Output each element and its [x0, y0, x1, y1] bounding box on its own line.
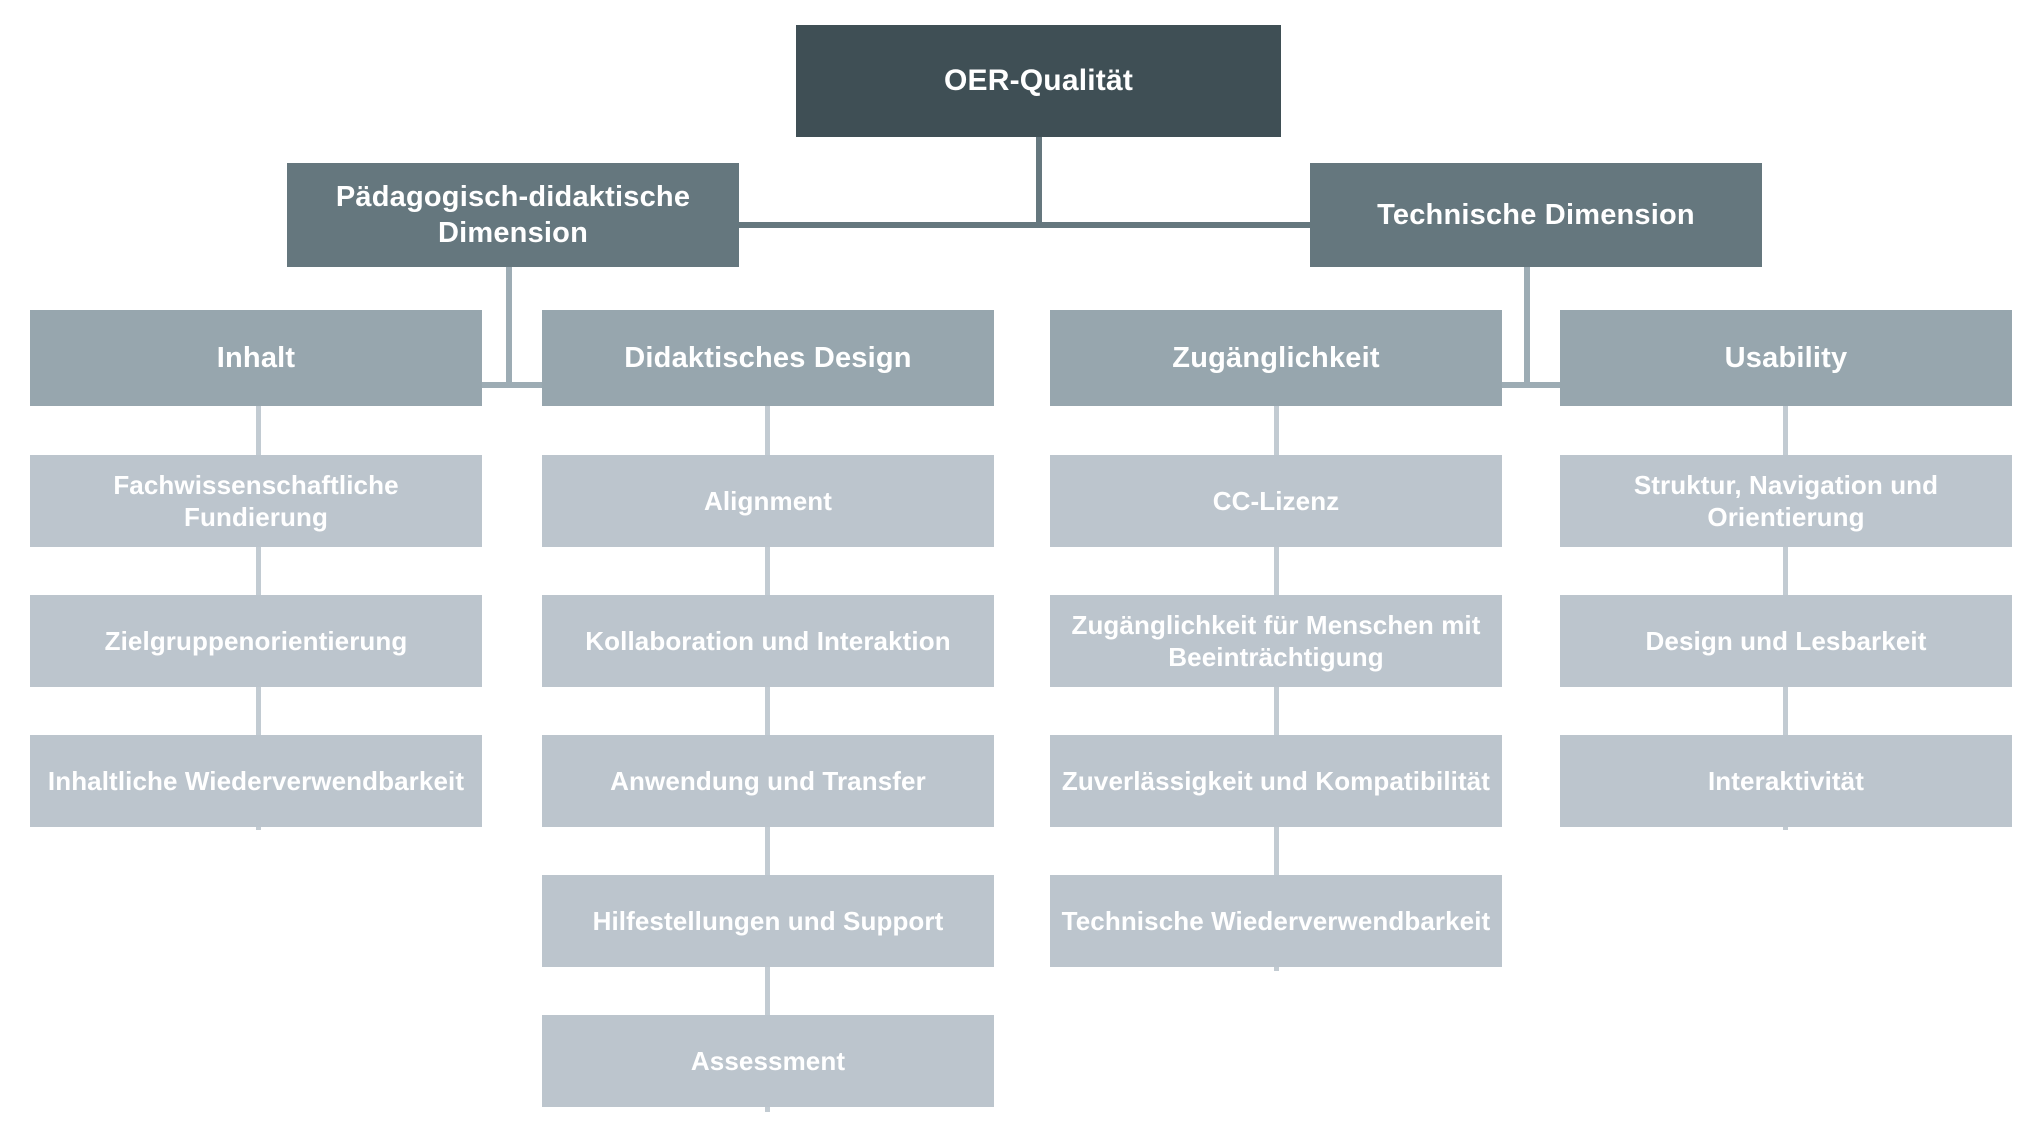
node-dimension-label: Pädagogisch-didaktische Dimension	[335, 180, 691, 249]
node-criterion-label: Zielgruppenorientierung	[104, 625, 408, 656]
node-root-oer-qualitaet[interactable]: OER-Qualität	[796, 25, 1281, 137]
connector-dimension-bar	[736, 222, 1348, 228]
node-criterion-label: Assessment	[690, 1045, 846, 1076]
node-criterion-label: Interaktivität	[1707, 765, 1864, 796]
node-criterion[interactable]: Fachwissenschaftliche Fundierung	[30, 455, 482, 547]
node-criterion[interactable]: Hilfestellungen und Support	[542, 875, 994, 967]
node-category-inhalt[interactable]: Inhalt	[30, 310, 482, 406]
node-dimension-label: Technische Dimension	[1377, 198, 1695, 231]
node-category-zugaenglichkeit[interactable]: Zugänglichkeit	[1050, 310, 1502, 406]
connector-col3-spine	[1274, 406, 1279, 971]
connector-right-category-bar	[1500, 382, 1560, 388]
node-criterion[interactable]: Zugänglichkeit für Menschen mit Beeinträ…	[1050, 595, 1502, 687]
node-criterion-label: Struktur, Navigation und Orientierung	[1633, 469, 1939, 533]
node-criterion[interactable]: Struktur, Navigation und Orientierung	[1560, 455, 2012, 547]
node-criterion-label: Hilfestellungen und Support	[592, 905, 944, 936]
connector-left-dimension-stem	[506, 267, 512, 385]
node-category-label: Inhalt	[216, 341, 296, 374]
node-category-label: Zugänglichkeit	[1172, 341, 1380, 374]
node-criterion-label: Design und Lesbarkeit	[1645, 625, 1927, 656]
node-criterion[interactable]: Interaktivität	[1560, 735, 2012, 827]
connector-root-stem	[1036, 137, 1042, 225]
node-criterion[interactable]: Alignment	[542, 455, 994, 547]
node-root-label: OER-Qualität	[943, 64, 1134, 98]
node-criterion[interactable]: Kollaboration und Interaktion	[542, 595, 994, 687]
node-dimension-technische[interactable]: Technische Dimension	[1310, 163, 1762, 267]
node-criterion-label: Alignment	[703, 485, 832, 516]
node-criterion-label: CC-Lizenz	[1212, 485, 1340, 516]
node-criterion[interactable]: Inhaltliche Wiederverwendbarkeit	[30, 735, 482, 827]
node-criterion-label: Technische Wiederverwendbarkeit	[1061, 905, 1491, 936]
connector-right-dimension-stem	[1524, 267, 1530, 385]
node-criterion[interactable]: Technische Wiederverwendbarkeit	[1050, 875, 1502, 967]
node-category-didaktisches-design[interactable]: Didaktisches Design	[542, 310, 994, 406]
node-criterion[interactable]: Anwendung und Transfer	[542, 735, 994, 827]
node-criterion[interactable]: CC-Lizenz	[1050, 455, 1502, 547]
node-criterion[interactable]: Zielgruppenorientierung	[30, 595, 482, 687]
node-criterion-label: Kollaboration und Interaktion	[585, 625, 951, 656]
node-category-usability[interactable]: Usability	[1560, 310, 2012, 406]
node-dimension-paedagogisch-didaktisch[interactable]: Pädagogisch-didaktische Dimension	[287, 163, 739, 267]
node-criterion-label: Inhaltliche Wiederverwendbarkeit	[47, 765, 465, 796]
node-criterion-label: Zuverlässigkeit und Kompatibilität	[1061, 765, 1491, 796]
node-criterion-label: Zugänglichkeit für Menschen mit Beeinträ…	[1071, 609, 1481, 673]
connector-left-category-bar	[482, 382, 542, 388]
node-criterion[interactable]: Assessment	[542, 1015, 994, 1107]
node-category-label: Usability	[1724, 341, 1848, 374]
node-criterion[interactable]: Design und Lesbarkeit	[1560, 595, 2012, 687]
node-criterion[interactable]: Zuverlässigkeit und Kompatibilität	[1050, 735, 1502, 827]
node-criterion-label: Anwendung und Transfer	[610, 765, 926, 796]
node-category-label: Didaktisches Design	[624, 341, 912, 374]
node-criterion-label: Fachwissenschaftliche Fundierung	[113, 469, 399, 533]
